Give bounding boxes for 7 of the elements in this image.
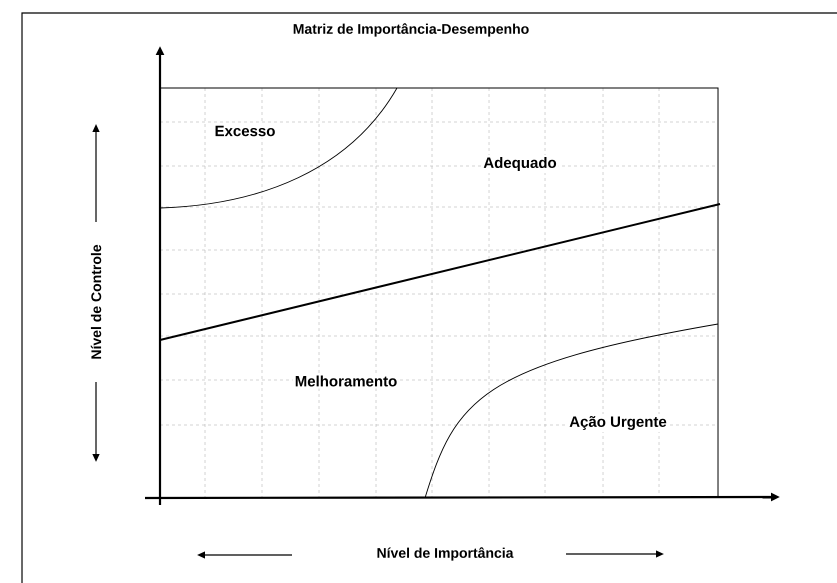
region-label: Ação Urgente [567, 414, 669, 432]
title: Matriz de Importância-Desempenho [294, 23, 529, 37]
region-label: Excesso [212, 124, 278, 138]
axis-label: Nível de Importância [377, 547, 514, 561]
axis-label: Nível de Controle [90, 244, 102, 359]
region-label: Melhoramento [292, 374, 400, 388]
region-label: Adequado [481, 155, 559, 173]
